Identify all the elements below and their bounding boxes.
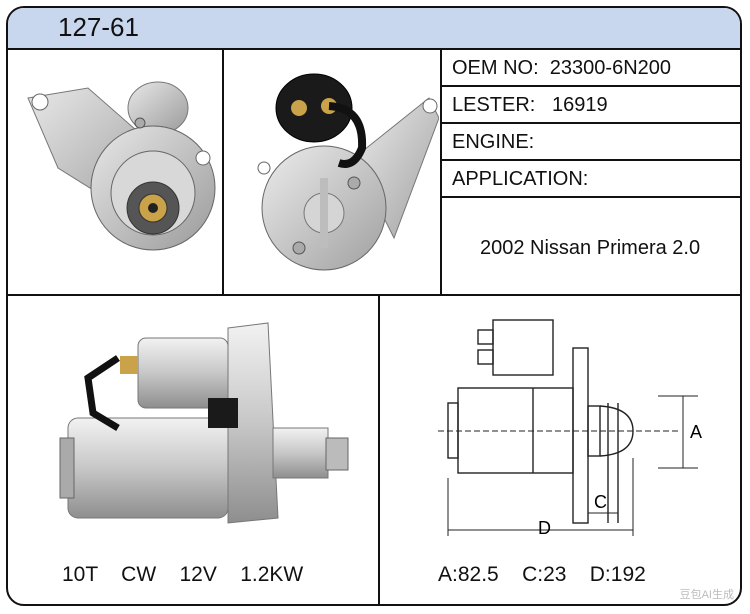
power-value: 1.2KW bbox=[240, 563, 304, 586]
dim-d-value: D:192 bbox=[589, 563, 646, 586]
starter-dimension-drawing: A D C bbox=[438, 319, 702, 538]
oem-label: OEM NO: bbox=[452, 57, 539, 79]
divider bbox=[222, 48, 224, 296]
application-label: APPLICATION: bbox=[452, 168, 589, 190]
oem-value: 23300-6N200 bbox=[549, 57, 672, 79]
teeth-value: 10T bbox=[62, 563, 98, 586]
part-number: 127-61 bbox=[58, 12, 139, 42]
voltage-value: 12V bbox=[179, 563, 217, 586]
divider bbox=[440, 85, 740, 87]
lester-row: LESTER: 16919 bbox=[452, 93, 608, 117]
engine-label: ENGINE: bbox=[452, 131, 535, 153]
dim-label-a: A bbox=[690, 422, 702, 442]
divider bbox=[440, 159, 740, 161]
starter-front-view bbox=[27, 81, 216, 251]
dim-label-d: D bbox=[538, 518, 551, 538]
watermark: 豆包AI生成 bbox=[679, 589, 734, 601]
spec-sheet: 127-61 OEM NO: 23300-6N200 LESTER: 16919… bbox=[6, 6, 742, 606]
product-spec-caption: 10T CW 12V 1.2KW bbox=[62, 562, 303, 588]
divider bbox=[378, 296, 380, 604]
dim-c-value: C:23 bbox=[522, 563, 567, 586]
lester-value: 16919 bbox=[552, 94, 608, 116]
divider bbox=[8, 294, 740, 296]
rotation-value: CW bbox=[121, 563, 157, 586]
divider bbox=[440, 122, 740, 124]
oem-row: OEM NO: 23300-6N200 bbox=[452, 56, 671, 80]
engine-row: ENGINE: bbox=[452, 130, 534, 154]
dim-a-value: A:82.5 bbox=[438, 563, 499, 586]
application-row: APPLICATION: bbox=[452, 167, 588, 191]
dim-label-c: C bbox=[594, 492, 607, 512]
header-bar: 127-61 bbox=[8, 8, 740, 50]
starter-rear-view bbox=[257, 73, 439, 271]
divider bbox=[440, 48, 442, 296]
application-value: 2002 Nissan Primera 2.0 bbox=[480, 237, 701, 259]
lester-label: LESTER: bbox=[452, 94, 536, 116]
starter-side-view bbox=[59, 322, 349, 524]
divider bbox=[440, 196, 740, 198]
dimension-caption: A:82.5 C:23 D:192 bbox=[438, 562, 646, 588]
